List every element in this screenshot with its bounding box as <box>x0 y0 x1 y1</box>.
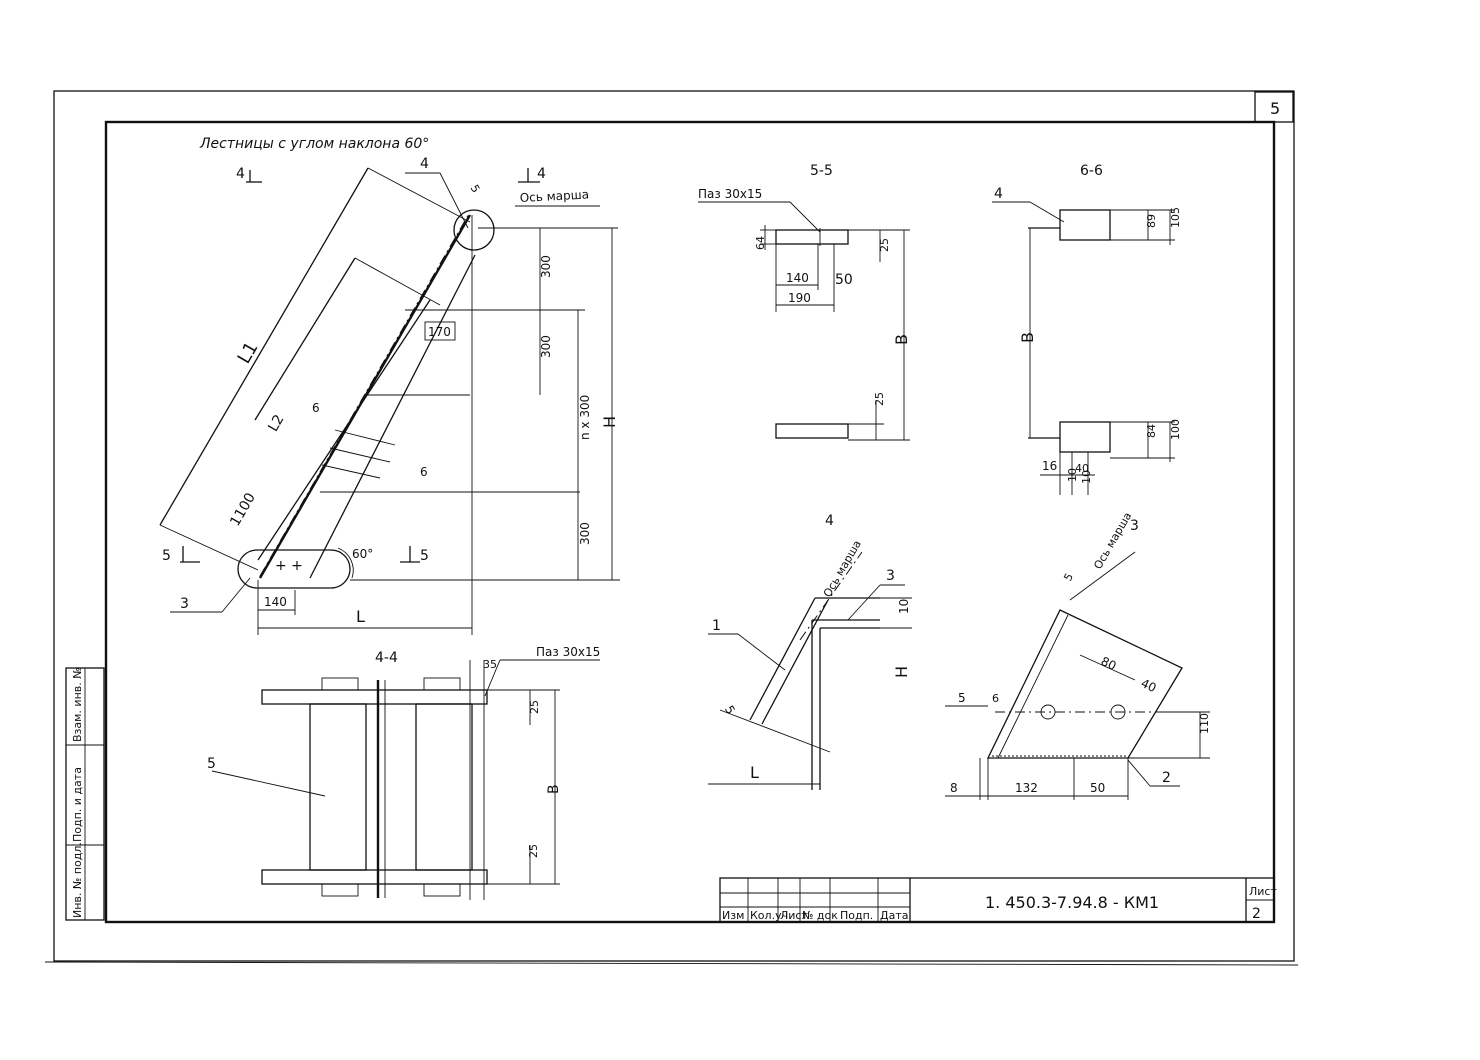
document-code: 1. 450.3-7.94.8 - КМ1 <box>985 893 1159 912</box>
groove-5-5: Паз 30х15 <box>698 187 762 201</box>
node-4-axis: Ось марша <box>821 538 864 600</box>
dim-50-5-5: 50 <box>835 272 853 288</box>
cut-6-bottom: 6 <box>420 465 428 479</box>
col-kol-uch: Кол.уч <box>750 909 788 922</box>
dim-B-5-5: B <box>892 334 911 345</box>
dim-B-4-4: B <box>546 784 562 794</box>
dim-35: 35 <box>483 658 497 671</box>
dim-25-bottom-5-5: 25 <box>873 392 886 406</box>
dim-170: 170 <box>428 325 451 339</box>
col-izm: Изм <box>722 909 744 922</box>
stamp-sign-date: Подп. и дата <box>71 767 84 842</box>
callout-4: 4 <box>420 156 429 172</box>
dim-L1: L1 <box>234 338 263 367</box>
node-3-dim-8: 8 <box>950 781 958 795</box>
callout-4-6-6: 4 <box>994 186 1003 202</box>
dim-25-top-5-5: 25 <box>878 238 891 252</box>
node-4-dim-5: 5 <box>722 703 738 717</box>
dim-10a: 10 <box>1066 468 1079 482</box>
dim-140: 140 <box>264 595 287 609</box>
dim-105: 105 <box>1169 207 1182 228</box>
main-stair-view: 4 4 4 5 Ось марша L1 L2 1100 <box>159 156 620 635</box>
view-5-5: 5-5 Паз 30х15 64 25 140 50 190 B 25 <box>698 163 911 441</box>
sheet-label: Лист <box>1249 885 1277 898</box>
col-list: Лист <box>780 909 808 922</box>
cut-5-left: 5 <box>162 548 171 564</box>
view-5-5-title: 5-5 <box>810 163 833 179</box>
dim-1100: 1100 <box>227 490 259 529</box>
dim-10b: 10 <box>1080 470 1093 484</box>
cut-4-right-label: 4 <box>537 166 546 182</box>
drawing-title: Лестницы с углом наклона 60° <box>199 136 429 152</box>
node-4-callout-1: 1 <box>712 618 721 634</box>
col-date: Дата <box>880 909 908 922</box>
node-3-dim-5-top: 5 <box>1061 571 1076 584</box>
node-4: 4 Ось марша 1 3 10 H 5 L <box>708 513 912 790</box>
sheet-value: 2 <box>1252 906 1261 922</box>
node-3-dim-40: 40 <box>1139 676 1159 695</box>
axis-label: Ось марша <box>519 187 589 205</box>
sheet-number: 5 <box>1270 99 1280 118</box>
dim-H: H <box>600 416 619 428</box>
dim-B-6-6: B <box>1018 332 1037 343</box>
node-3-axis: Ось марша <box>1091 510 1134 572</box>
view-6-6-title: 6-6 <box>1080 163 1103 179</box>
dim-5-top: 5 <box>468 183 483 196</box>
dim-64: 64 <box>754 236 767 250</box>
node-3-dim-6: 6 <box>992 692 999 705</box>
dim-nx300: n x 300 <box>578 395 592 440</box>
node-3: 3 Ось марша 5 80 40 5 6 110 8 132 50 2 <box>945 510 1211 800</box>
stamp-replace-inv: Взам. инв. № <box>71 667 84 742</box>
node-3-title: 3 <box>1130 518 1139 534</box>
node-3-dim-5-left: 5 <box>958 691 966 705</box>
dim-300-c: 300 <box>578 522 592 545</box>
dim-100: 100 <box>1169 419 1182 440</box>
node-4-callout-3: 3 <box>886 568 895 584</box>
svg-text:+ +: + + <box>275 558 303 574</box>
side-stamp: Инв. № подл. Подп. и дата Взам. инв. № <box>65 667 105 921</box>
node-4-dim-L: L <box>750 763 759 782</box>
cut-5-right: 5 <box>420 548 429 564</box>
stamp-inv-no: Инв. № подл. <box>71 842 84 918</box>
node-3-dim-132: 132 <box>1015 781 1038 795</box>
dim-300-a: 300 <box>539 255 553 278</box>
dim-190: 190 <box>788 291 811 305</box>
view-6-6: 6-6 4 B 89 105 84 100 16 10 40 10 <box>992 163 1182 495</box>
angle-60: 60° <box>352 547 373 561</box>
groove-4-4: Паз 30х15 <box>536 645 600 659</box>
node-4-dim-H: H <box>892 666 911 678</box>
dim-89: 89 <box>1145 214 1158 228</box>
col-sign: Подп. <box>840 909 873 922</box>
cut-6-top: 6 <box>312 401 320 415</box>
rung-marks <box>320 309 580 493</box>
dim-84: 84 <box>1145 424 1158 438</box>
node-3-dim-80: 80 <box>1099 654 1119 673</box>
dim-L2: L2 <box>265 412 287 434</box>
dim-L: L <box>356 607 365 626</box>
col-doc-no: № док <box>802 909 838 922</box>
callout-5: 5 <box>207 756 216 772</box>
node-3-dim-50: 50 <box>1090 781 1105 795</box>
sheet-number-box: 5 <box>1254 91 1294 123</box>
view-4-4-title: 4-4 <box>375 650 398 666</box>
dim-25-top-4-4: 25 <box>528 700 541 714</box>
node-4-title: 4 <box>825 513 834 529</box>
dim-16: 16 <box>1042 459 1057 473</box>
title-block: Изм Кол.уч Лист № док Подп. Дата 1. 450.… <box>719 877 1277 923</box>
node-3-dim-110: 110 <box>1198 713 1211 734</box>
dim-300-b: 300 <box>539 335 553 358</box>
outer-frame <box>44 90 1299 966</box>
dim-40-6-6: 40 <box>1075 462 1089 475</box>
callout-3: 3 <box>180 596 189 612</box>
dim-140-5-5: 140 <box>786 271 809 285</box>
node-3-callout-2: 2 <box>1162 770 1171 786</box>
cut-4-left-label: 4 <box>236 166 245 182</box>
view-4-4: 4-4 35 Паз 30х15 5 25 B 25 <box>207 645 600 900</box>
dim-25-bottom-4-4: 25 <box>527 844 540 858</box>
node-4-dim-10: 10 <box>897 599 911 614</box>
